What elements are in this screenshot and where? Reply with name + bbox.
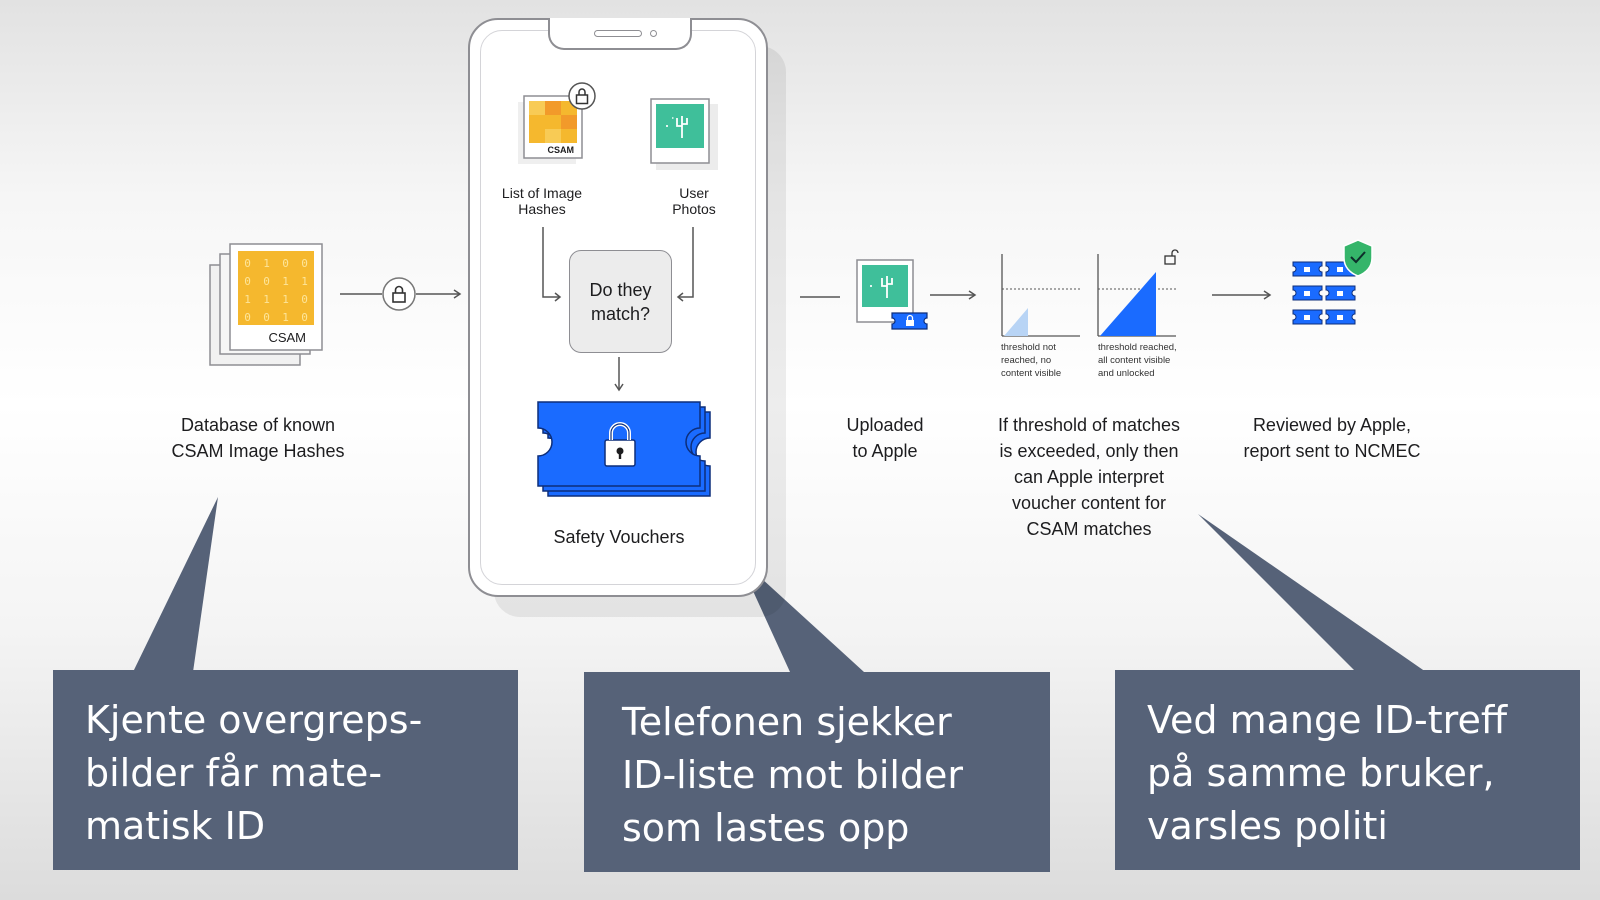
threshold-label-line: If threshold of matches (997, 415, 1181, 435)
threshold-reached-line: and unlocked (1098, 368, 1155, 379)
grid-digit: 0 (244, 275, 251, 288)
callout-line: Ved mange ID-treff (1147, 698, 1508, 742)
callout-box-known-images: Kjente overgreps- bilder får mate- matis… (53, 670, 518, 870)
safety-voucher-icon (537, 401, 711, 497)
grid-digit: 0 (244, 311, 251, 324)
callout-pointer-left (133, 497, 218, 672)
database-csam-tag: CSAM (268, 330, 306, 345)
csam-hash-list-icon: CSAM (518, 82, 596, 164)
reviewed-vouchers-icon (1292, 239, 1373, 325)
callout-line: matisk ID (85, 804, 266, 848)
grid-digit: 0 (301, 257, 308, 270)
database-label-line: CSAM Image Hashes (171, 441, 345, 461)
threshold-label-line: can Apple interpret (1013, 467, 1165, 487)
grid-digit: 0 (263, 311, 270, 324)
reviewed-label: Reviewed by Apple, report sent to NCMEC (1222, 412, 1442, 464)
database-label: Database of known CSAM Image Hashes (158, 412, 358, 464)
threshold-reached-note: threshold reached, all content visible a… (1098, 341, 1177, 380)
threshold-not-reached-note: threshold not reached, no content visibl… (1001, 341, 1061, 380)
threshold-reached-line: threshold reached, (1098, 342, 1177, 353)
grid-digit: 0 (301, 311, 308, 324)
user-photos-label: User Photos (652, 185, 736, 217)
list-hashes-label: List of Image Hashes (490, 185, 594, 217)
unlocked-lock-icon (1164, 249, 1179, 265)
callout-line: som lastes opp (622, 806, 910, 850)
grid-digit: 1 (244, 293, 251, 306)
upload-to-threshold-arrow (930, 290, 977, 300)
phone-to-upload-arrow (800, 296, 840, 298)
phone-camera (650, 30, 657, 37)
grid-digit: 1 (282, 275, 289, 288)
database-label-line: Database of known (180, 415, 336, 435)
callout-pointer-middle (737, 556, 864, 672)
threshold-not-reached-chart (1001, 254, 1080, 337)
threshold-label-line: is exceeded, only then (999, 441, 1179, 461)
db-to-phone-arrow (340, 277, 462, 311)
threshold-reached-line: all content visible (1098, 355, 1171, 366)
threshold-label-line: CSAM matches (1026, 519, 1152, 539)
callout-line: bilder får mate- (85, 751, 383, 795)
grid-digit: 1 (263, 257, 270, 270)
threshold-not-reached-line: content visible (1001, 368, 1062, 379)
list-hashes-label-line: List of Image (501, 185, 583, 201)
callout-box-police-alert: Ved mange ID-treff på samme bruker, vars… (1115, 670, 1580, 870)
grid-digit: 1 (263, 293, 270, 306)
callout-line: ID-liste mot bilder (622, 753, 964, 797)
csam-database-icon: 0 1 0 0 0 0 1 1 1 1 1 0 0 0 1 0 CSAM (209, 243, 323, 366)
callout-line: varsles politi (1147, 804, 1388, 848)
grid-digit: 0 (301, 293, 308, 306)
list-csam-tag: CSAM (548, 145, 575, 155)
grid-digit: 0 (263, 275, 270, 288)
user-photos-label-line: User (679, 185, 709, 201)
match-question-line: match? (590, 303, 650, 324)
threshold-not-reached-line: reached, no (1001, 355, 1052, 366)
reviewed-label-line: Reviewed by Apple, (1252, 415, 1412, 435)
phone-speaker (594, 30, 642, 37)
threshold-reached-chart (1097, 249, 1179, 337)
shield-check-icon (1343, 239, 1373, 277)
user-photos-icon (650, 98, 718, 170)
match-decision-box: Do they match? (569, 250, 672, 353)
phone-notch (548, 18, 692, 50)
callout-line: på samme bruker, (1147, 751, 1495, 795)
callout-line: Kjente overgreps- (85, 698, 423, 742)
threshold-not-reached-line: threshold not (1001, 342, 1056, 353)
grid-digit: 0 (282, 257, 289, 270)
threshold-label: If threshold of matches is exceeded, onl… (969, 412, 1209, 542)
uploaded-label-line: to Apple (852, 441, 918, 461)
uploaded-label-line: Uploaded (846, 415, 924, 435)
safety-vouchers-label: Safety Vouchers (553, 527, 685, 547)
grid-digit: 1 (282, 311, 289, 324)
threshold-label-line: voucher content for (1011, 493, 1167, 513)
callout-line: Telefonen sjekker (622, 700, 952, 744)
callout-box-phone-check: Telefonen sjekker ID-liste mot bilder so… (584, 672, 1050, 872)
hash-list-lock-badge (568, 82, 596, 110)
uploaded-photo-icon (856, 259, 928, 330)
threshold-to-review-arrow (1212, 290, 1272, 300)
uploaded-label: Uploaded to Apple (830, 412, 940, 464)
grid-digit: 1 (282, 293, 289, 306)
user-photos-label-line: Photos (672, 201, 716, 217)
grid-digit: 1 (301, 275, 308, 288)
match-question-line: Do they (589, 279, 652, 300)
callout-pointer-right (1198, 514, 1426, 672)
grid-digit: 0 (244, 257, 251, 270)
list-hashes-label-line: Hashes (518, 201, 566, 217)
reviewed-label-line: report sent to NCMEC (1243, 441, 1421, 461)
match-connectors (542, 227, 694, 392)
